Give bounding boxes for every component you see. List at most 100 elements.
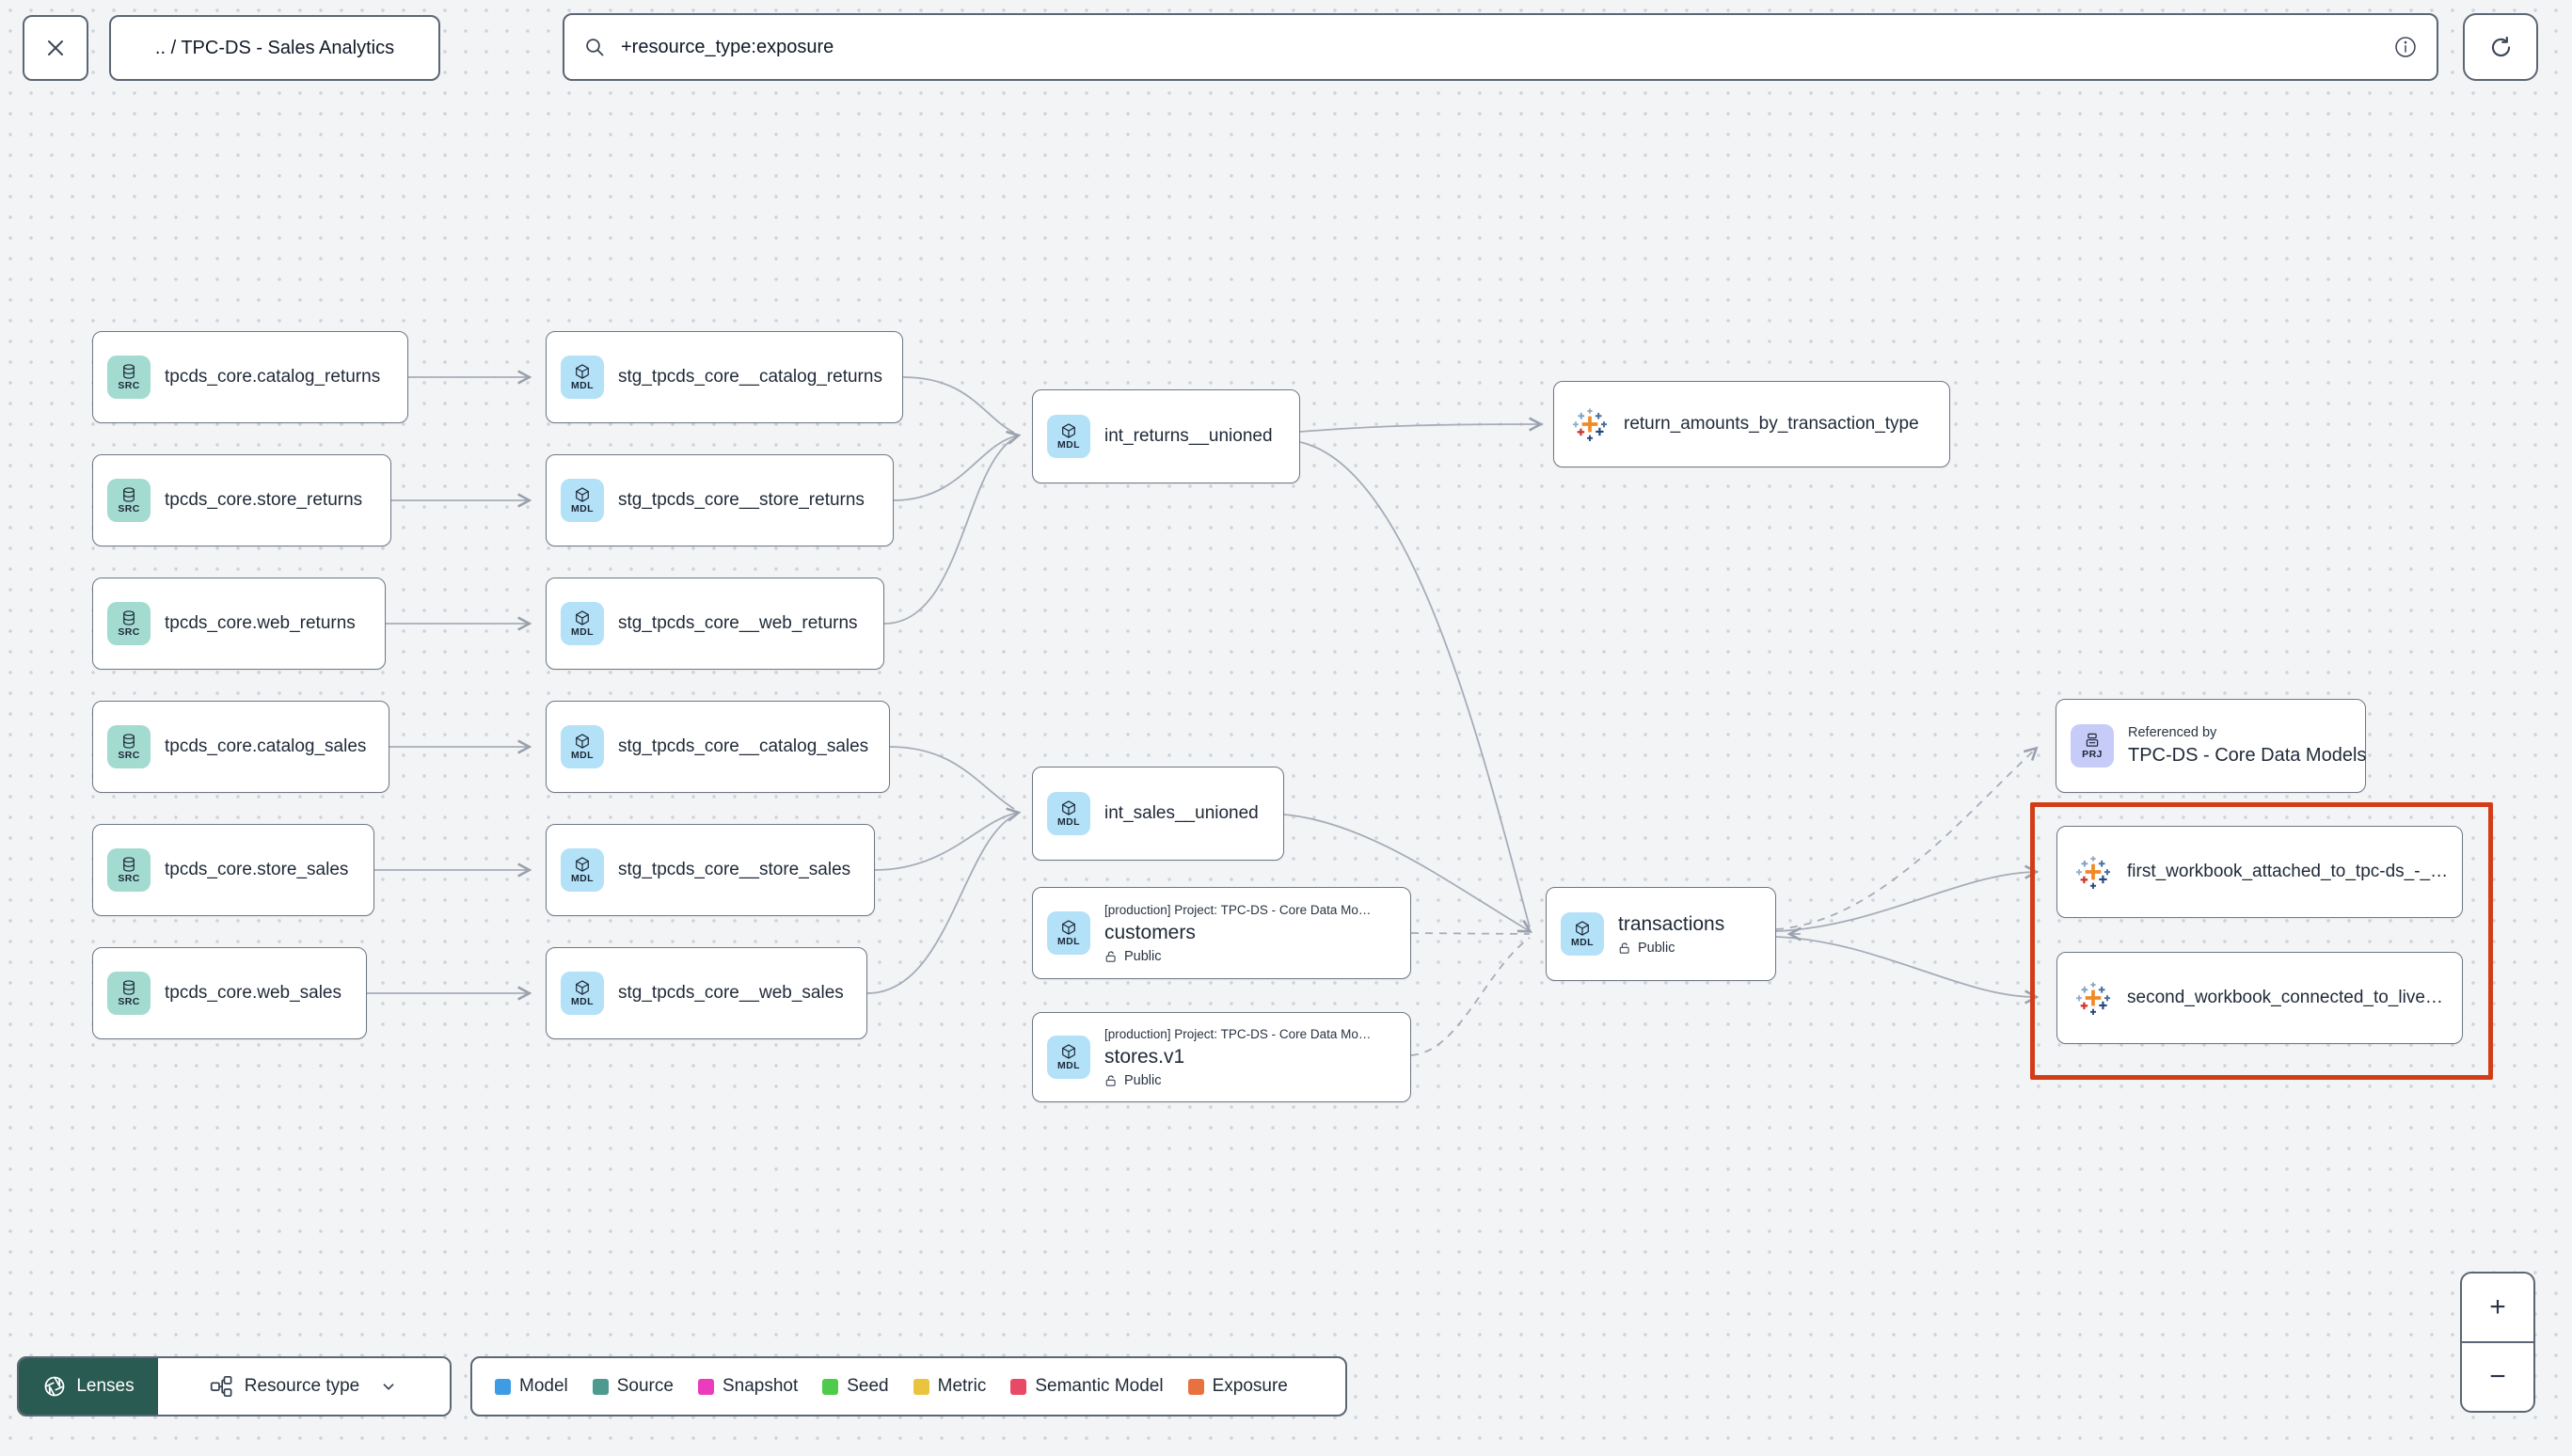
seed-swatch: [822, 1378, 839, 1395]
node-customers[interactable]: MDL [production] Project: TPC-DS - Core …: [1032, 887, 1411, 979]
resource-type-label: Resource type: [244, 1376, 360, 1396]
node-title: stg_tpcds_core__store_returns: [618, 490, 865, 510]
model-badge: MDL: [561, 848, 604, 892]
edge-transactions-workbook1: [1775, 872, 2036, 932]
aperture-icon: [42, 1374, 67, 1399]
legend-item-seed: Seed: [822, 1376, 889, 1397]
node-stg-web-returns[interactable]: MDL stg_tpcds_core__web_returns: [546, 578, 884, 670]
legend-item-model: Model: [495, 1376, 568, 1397]
edge-stg4-intsales: [889, 746, 1015, 810]
legend-item-exposure: Exposure: [1187, 1376, 1288, 1397]
node-src-store-sales[interactable]: SRC tpcds_core.store_sales: [92, 824, 374, 916]
node-referenced-by-project[interactable]: PRJ Referenced by TPC-DS - Core Data Mod…: [2056, 699, 2366, 793]
node-exposure-first-workbook[interactable]: first_workbook_attached_to_tpc-ds_-_…: [2056, 826, 2463, 918]
node-src-web-sales[interactable]: SRC tpcds_core.web_sales: [92, 947, 367, 1039]
source-badge: SRC: [107, 972, 151, 1015]
breadcrumb[interactable]: .. / TPC-DS - Sales Analytics: [109, 15, 440, 81]
legend-item-source: Source: [592, 1376, 674, 1397]
tableau-icon: [1571, 405, 1609, 443]
node-stg-web-sales[interactable]: MDL stg_tpcds_core__web_sales: [546, 947, 867, 1039]
cube-icon: [1060, 1043, 1077, 1060]
node-src-catalog-sales[interactable]: SRC tpcds_core.catalog_sales: [92, 701, 389, 793]
model-badge: MDL: [561, 725, 604, 768]
edge-intreturns-transactions: [1299, 441, 1531, 928]
node-exposure-return-amounts[interactable]: return_amounts_by_transaction_type: [1553, 381, 1950, 467]
exposure-swatch: [1187, 1378, 1204, 1395]
source-badge: SRC: [107, 848, 151, 892]
node-text: transactions Public: [1618, 913, 1724, 956]
node-stg-catalog-sales[interactable]: MDL stg_tpcds_core__catalog_sales: [546, 701, 890, 793]
node-access: Public: [1104, 1073, 1371, 1088]
node-title: stg_tpcds_core__web_sales: [618, 983, 844, 1003]
lock-open-icon: [1104, 950, 1118, 963]
minus-icon: −: [2489, 1361, 2506, 1392]
edge-stg1-intreturns: [902, 376, 1015, 434]
source-badge: SRC: [107, 479, 151, 522]
node-title: int_returns__unioned: [1104, 426, 1273, 446]
node-title: stores.v1: [1104, 1045, 1185, 1068]
node-title: stg_tpcds_core__web_returns: [618, 613, 858, 633]
node-project-context: [production] Project: TPC-DS - Core Data…: [1104, 1026, 1372, 1041]
cube-icon: [574, 733, 591, 750]
close-button[interactable]: [23, 15, 88, 81]
legend-item-snapshot: Snapshot: [697, 1376, 798, 1397]
edge-stg6-intsales: [866, 815, 1015, 994]
model-badge: MDL: [1047, 1036, 1090, 1079]
node-stg-store-returns[interactable]: MDL stg_tpcds_core__store_returns: [546, 454, 894, 546]
cube-icon: [574, 979, 591, 996]
edge-stg5-intsales: [874, 813, 1018, 871]
cube-icon: [1060, 919, 1077, 936]
model-badge: MDL: [561, 356, 604, 399]
node-access: Public: [1618, 941, 1724, 956]
zoom-in-button[interactable]: +: [2462, 1274, 2533, 1343]
info-icon[interactable]: [2393, 35, 2418, 59]
source-badge: SRC: [107, 602, 151, 645]
zoom-out-button[interactable]: −: [2462, 1343, 2533, 1411]
cube-icon: [574, 486, 591, 503]
resource-type-dropdown[interactable]: Resource type: [158, 1358, 450, 1415]
source-badge: SRC: [107, 725, 151, 768]
node-int-returns-unioned[interactable]: MDL int_returns__unioned: [1032, 389, 1300, 483]
node-exposure-second-workbook[interactable]: second_workbook_connected_to_live…: [2056, 952, 2463, 1044]
model-badge: MDL: [1047, 415, 1090, 458]
node-transactions[interactable]: MDL transactions Public: [1546, 887, 1776, 981]
tableau-icon: [2074, 853, 2112, 891]
node-src-store-returns[interactable]: SRC tpcds_core.store_returns: [92, 454, 391, 546]
search-input[interactable]: [619, 35, 2380, 59]
node-src-catalog-returns[interactable]: SRC tpcds_core.catalog_returns: [92, 331, 408, 423]
node-title: stg_tpcds_core__catalog_sales: [618, 736, 869, 756]
node-title: transactions: [1618, 912, 1725, 935]
node-access: Public: [1104, 949, 1371, 964]
edge-transactions-workbook2: [1775, 936, 2036, 997]
zoom-controls: + −: [2460, 1272, 2535, 1413]
model-badge: MDL: [561, 972, 604, 1015]
snapshot-swatch: [697, 1378, 714, 1395]
database-icon: [120, 733, 137, 750]
project-badge: PRJ: [2071, 724, 2114, 768]
node-title: tpcds_core.web_sales: [165, 983, 341, 1003]
node-stg-store-sales[interactable]: MDL stg_tpcds_core__store_sales: [546, 824, 875, 916]
edge-transactions-project: [1775, 749, 2036, 930]
database-icon: [120, 486, 137, 503]
node-title: tpcds_core.catalog_returns: [165, 367, 381, 387]
lenses-button[interactable]: Lenses: [19, 1358, 158, 1415]
cube-icon: [1060, 799, 1077, 816]
node-src-web-returns[interactable]: SRC tpcds_core.web_returns: [92, 578, 386, 670]
node-text: [production] Project: TPC-DS - Core Data…: [1104, 1027, 1371, 1088]
node-title: first_workbook_attached_to_tpc-ds_-_…: [2127, 862, 2449, 881]
resource-type-icon: [209, 1374, 233, 1399]
close-icon: [44, 37, 67, 59]
edge-intreturns-exposure: [1299, 424, 1540, 433]
tableau-icon: [2074, 979, 2112, 1017]
project-stack-icon: [2084, 732, 2101, 749]
node-title: tpcds_core.catalog_sales: [165, 736, 367, 756]
model-badge: MDL: [1047, 792, 1090, 835]
database-icon: [120, 979, 137, 996]
node-stores-v1[interactable]: MDL [production] Project: TPC-DS - Core …: [1032, 1012, 1411, 1102]
semantic-model-swatch: [1010, 1378, 1027, 1395]
refresh-button[interactable]: [2463, 13, 2538, 81]
node-int-sales-unioned[interactable]: MDL int_sales__unioned: [1032, 767, 1284, 861]
referenced-by-label: Referenced by: [2128, 725, 2217, 740]
node-stg-catalog-returns[interactable]: MDL stg_tpcds_core__catalog_returns: [546, 331, 903, 423]
lock-open-icon: [1618, 942, 1631, 955]
